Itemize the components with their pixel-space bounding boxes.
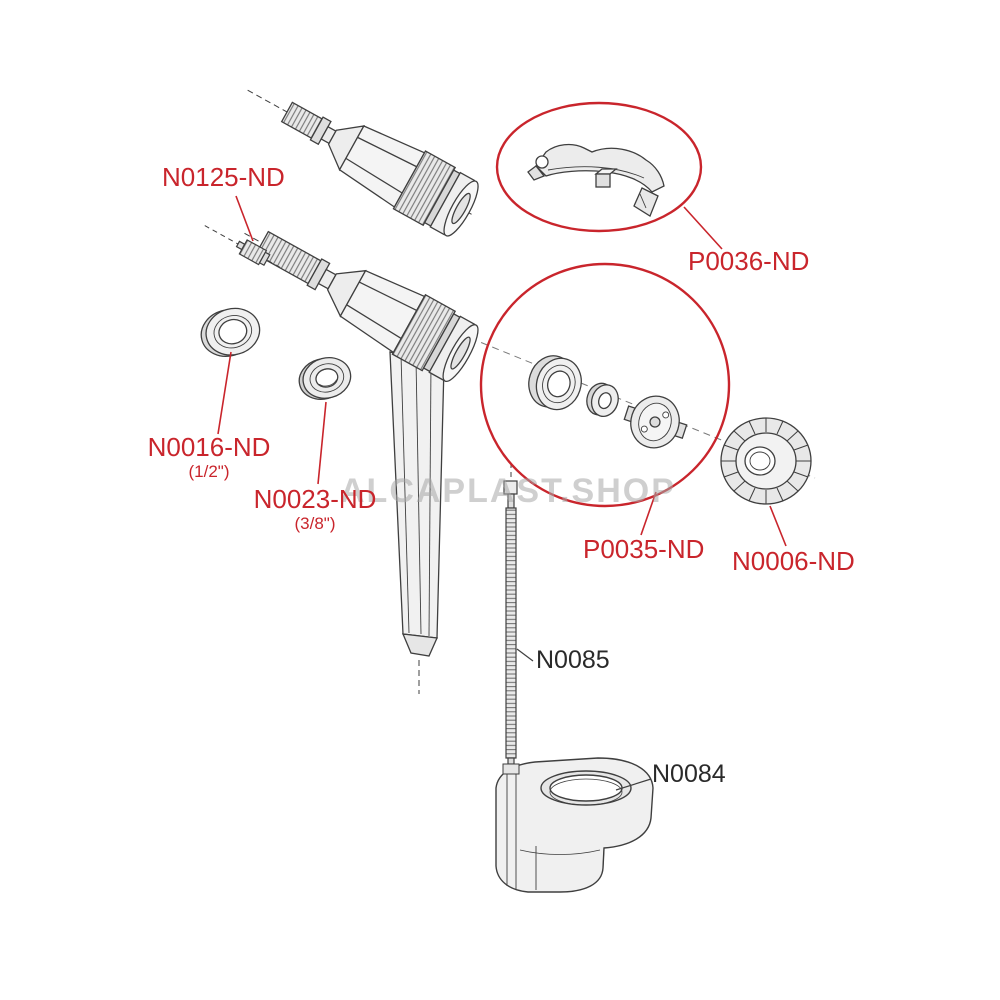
red-leader-lines [217,195,787,547]
knurled-nut-part [720,417,812,505]
washer-half-inch [200,307,261,357]
lever-arm-part [527,143,665,217]
leader-line-n0084 [615,778,652,791]
threaded-rod-part [503,463,518,765]
washer-three-eighths [298,357,352,400]
fill-valve-exploded [244,230,479,383]
leader-line-n0023 [317,401,327,485]
part-label-n0125-nd: N0125-ND [162,162,285,192]
leader-line-p0036 [683,206,723,250]
leader-line-n0085 [516,648,534,662]
part-label-n0016-code: N0016-ND [147,432,271,462]
red-circle-p0036 [495,101,703,233]
part-label-n0016-nd: N0016-ND (1/2") [142,434,276,480]
part-label-n0084: N0084 [652,760,726,788]
leader-line-n0006 [769,505,787,547]
leader-line-n0016 [217,351,232,435]
leader-line-n0125 [235,195,254,242]
part-label-n0016-size: (1/2") [188,462,230,481]
part-label-n0023-nd: N0023-ND (3/8") [248,486,382,532]
part-label-n0085: N0085 [536,646,610,674]
part-label-n0006-nd: N0006-ND [732,546,855,576]
float-cup-part [495,757,654,893]
part-label-n0023-code: N0023-ND [253,484,377,514]
pin-part [204,225,282,269]
red-circle-p0035 [479,262,731,508]
part-label-p0035-nd: P0035-ND [583,534,705,564]
valve-tube [389,351,445,694]
black-leader-lines [516,648,652,791]
part-label-p0036-nd: P0036-ND [688,246,810,276]
leader-line-p0035 [640,491,657,536]
seal-kit-parts [528,355,688,449]
fill-valve-assembled [247,89,479,237]
part-label-n0023-size: (3/8") [294,514,336,533]
